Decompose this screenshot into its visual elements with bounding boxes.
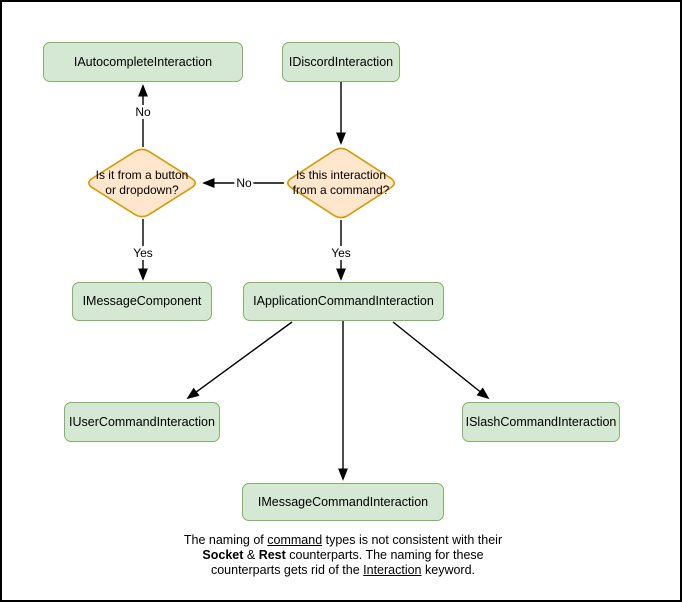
edge-app-to-slash-command bbox=[392, 321, 490, 400]
edge-app-to-user-command bbox=[186, 321, 293, 400]
note-text-segment: counterparts gets rid of the bbox=[210, 563, 364, 577]
note-text-segment: command bbox=[267, 533, 323, 547]
edge-label-no-top: No bbox=[133, 105, 153, 119]
node-imessagecommandinteraction: IMessageCommandInteraction bbox=[242, 483, 444, 521]
note-text-segment: & bbox=[243, 548, 259, 562]
node-imessagecomponent: IMessageComponent bbox=[72, 282, 212, 321]
node-islashcommandinteraction: ISlashCommandInteraction bbox=[462, 402, 620, 442]
node-iapplicationcommandinteraction: IApplicationCommandInteraction bbox=[243, 282, 444, 321]
note-text-segment: Rest bbox=[258, 548, 286, 562]
note-text-segment: keyword. bbox=[421, 563, 476, 577]
node-iusercommandinteraction: IUserCommandInteraction bbox=[64, 402, 220, 442]
note-text-segment: Socket bbox=[202, 548, 244, 562]
decision-label-component: Is it from a button or dropdown? bbox=[95, 168, 189, 197]
edge-label-yes-left: Yes bbox=[131, 246, 155, 260]
decision-diamond-component bbox=[88, 148, 196, 218]
naming-note: The naming of command types is not consi… bbox=[133, 533, 553, 578]
edge-label-no-between: No bbox=[234, 176, 254, 190]
note-text-segment: Interaction bbox=[363, 563, 422, 577]
node-idiscordinteraction: IDiscordInteraction bbox=[282, 42, 400, 82]
node-iautocompleteinteraction: IAutocompleteInteraction bbox=[43, 42, 243, 82]
edge-label-yes-right: Yes bbox=[329, 246, 353, 260]
note-text-segment: The naming of bbox=[183, 533, 268, 547]
decision-diamond-command bbox=[287, 147, 396, 219]
note-text-segment: types is not consistent with their bbox=[322, 533, 503, 547]
note-text-segment: counterparts. The naming for these bbox=[285, 548, 484, 562]
decision-label-command: Is this interaction from a command? bbox=[292, 168, 390, 197]
